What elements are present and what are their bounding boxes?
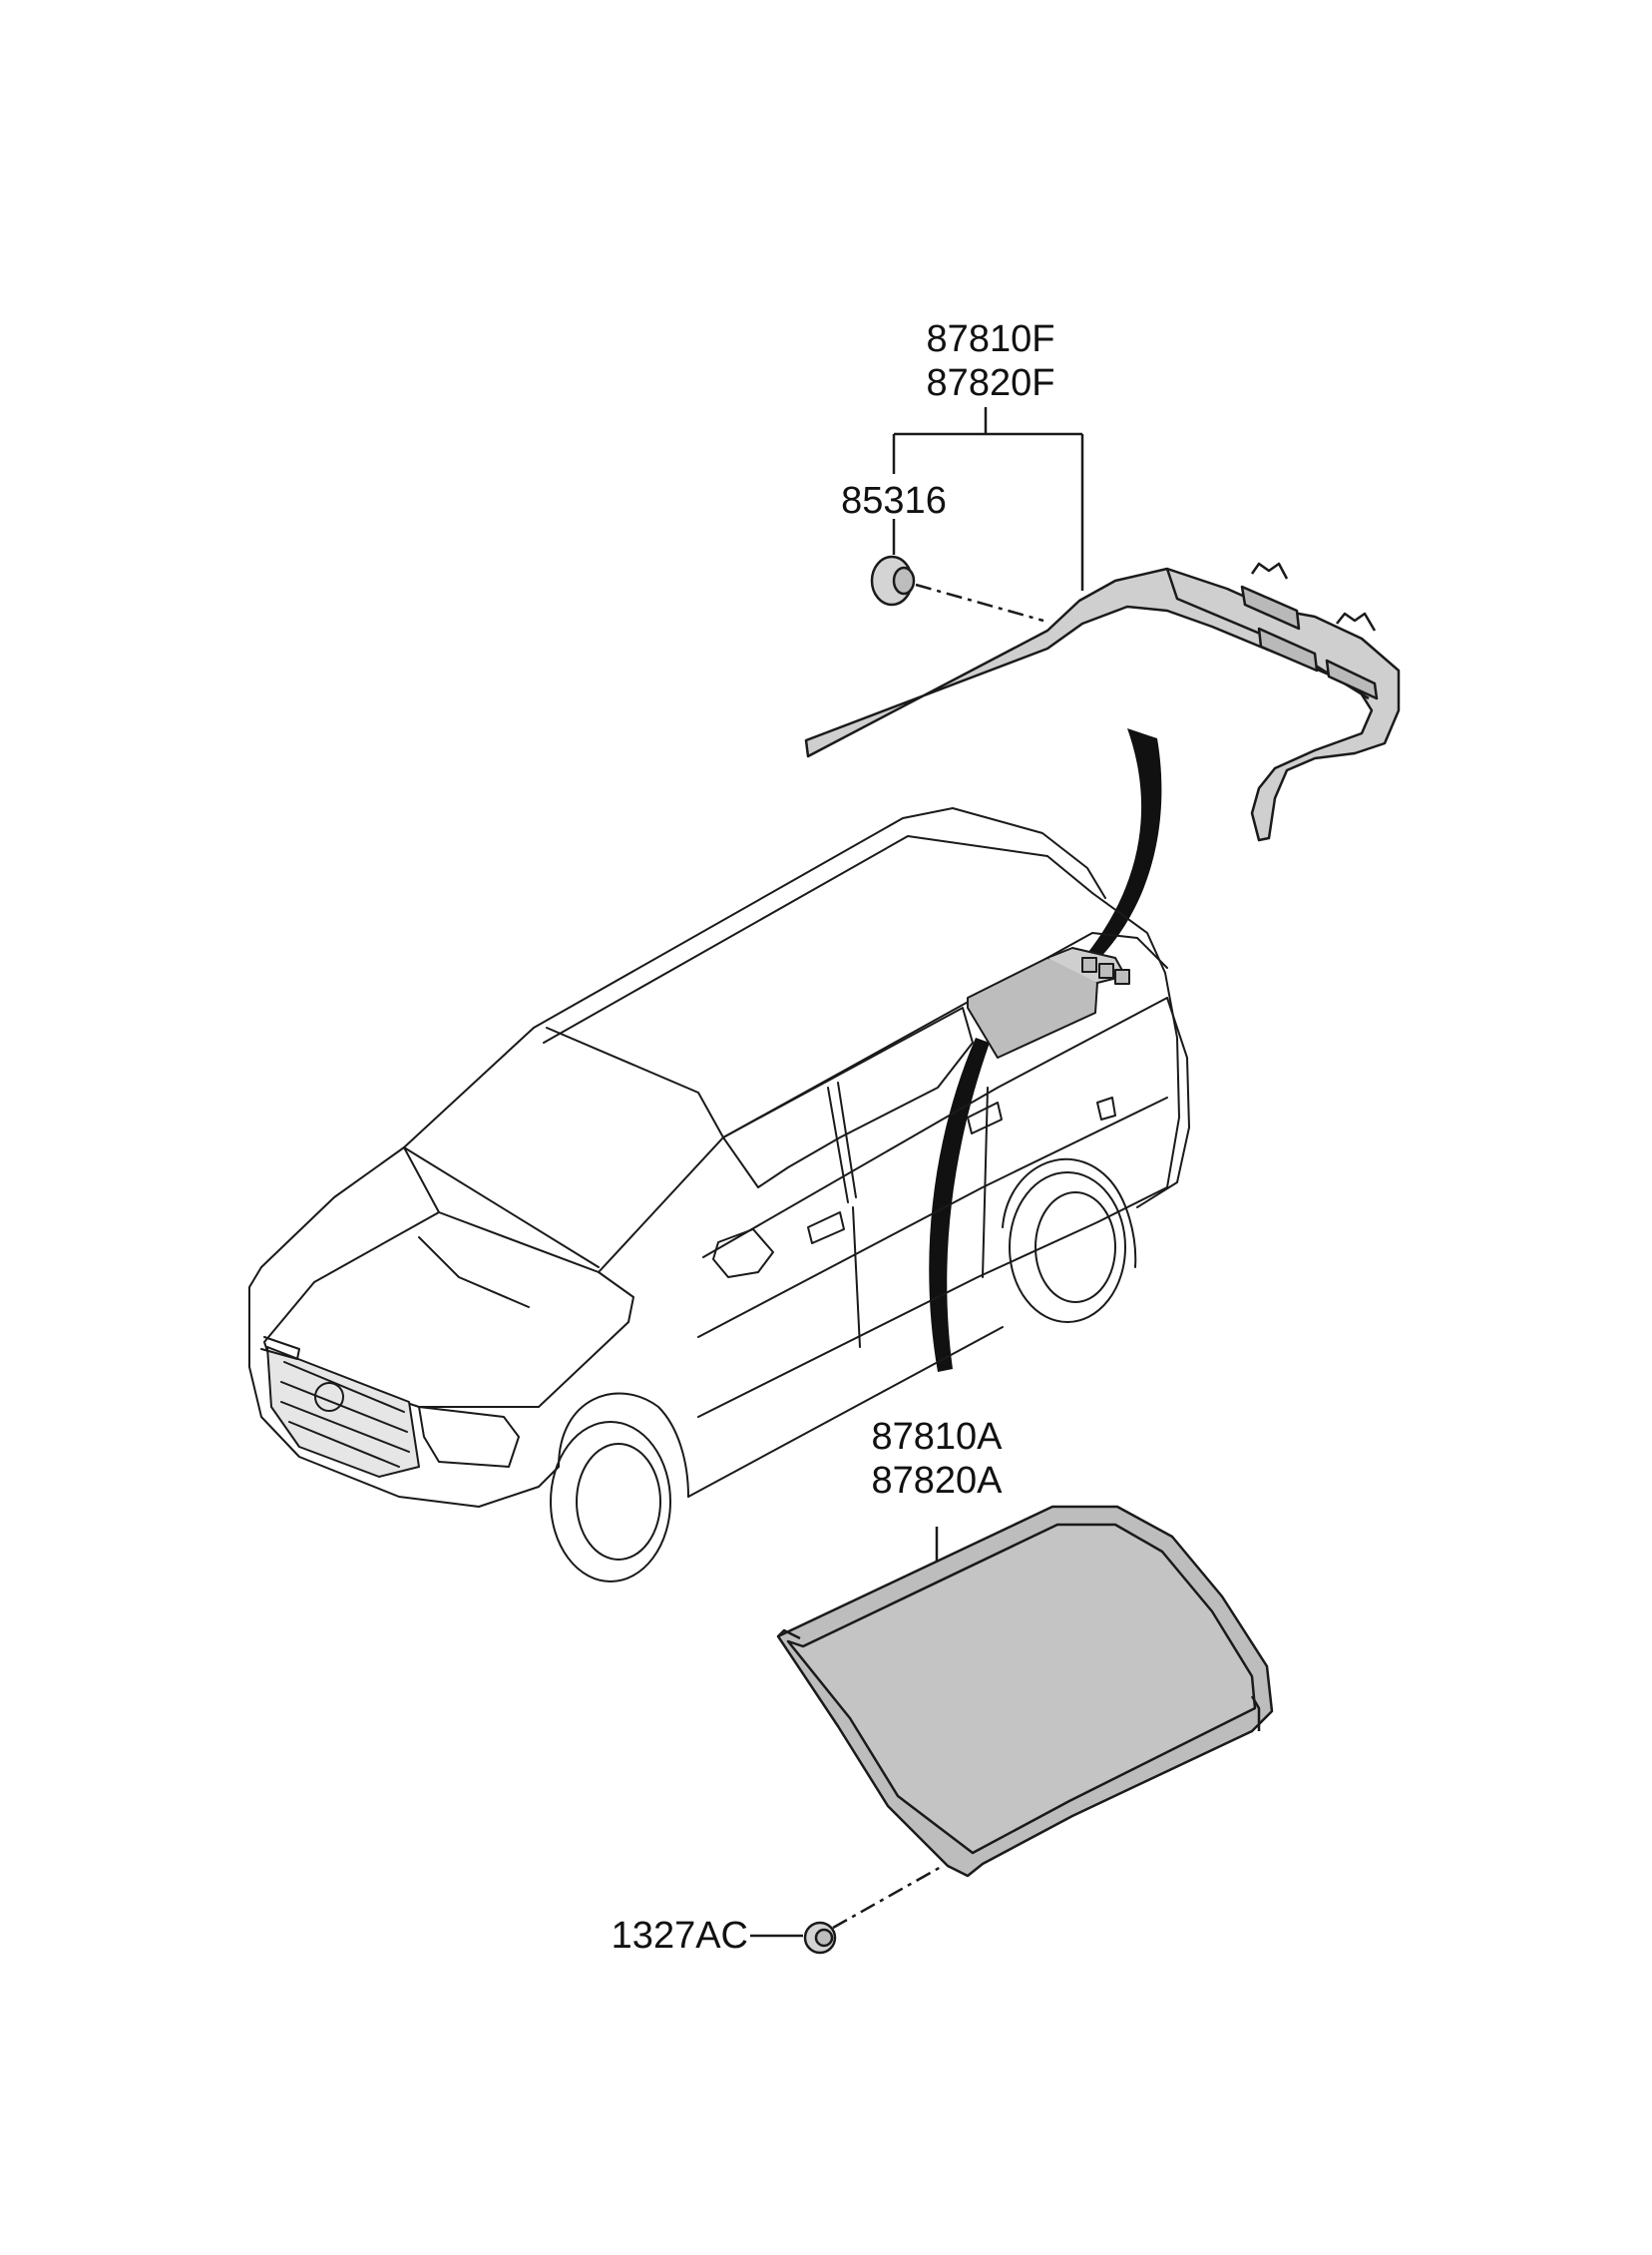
clip-85316 bbox=[870, 519, 1044, 623]
callout-87810A: 87810A 87820A bbox=[852, 1415, 1022, 1503]
callout-1327AC: 1327AC bbox=[589, 1914, 748, 1958]
pointer-upper bbox=[1085, 728, 1162, 963]
leader-87810F bbox=[892, 407, 1084, 591]
nut-1327AC bbox=[750, 1864, 944, 1955]
quarter-glass-moulding bbox=[776, 1505, 1274, 1878]
part-code: 87820F bbox=[926, 362, 1055, 404]
callout-85316: 85316 bbox=[834, 479, 954, 523]
part-code: 87810F bbox=[926, 318, 1055, 360]
callout-87810F: 87810F 87820F bbox=[906, 317, 1075, 405]
part-code: 87810A bbox=[871, 1416, 1003, 1458]
vehicle-illustration bbox=[248, 807, 1190, 1582]
upper-roof-moulding bbox=[804, 562, 1401, 842]
part-code: 87820A bbox=[871, 1460, 1003, 1502]
pointer-lower bbox=[929, 1038, 990, 1372]
part-code: 85316 bbox=[841, 480, 947, 522]
part-code: 1327AC bbox=[611, 1915, 748, 1957]
